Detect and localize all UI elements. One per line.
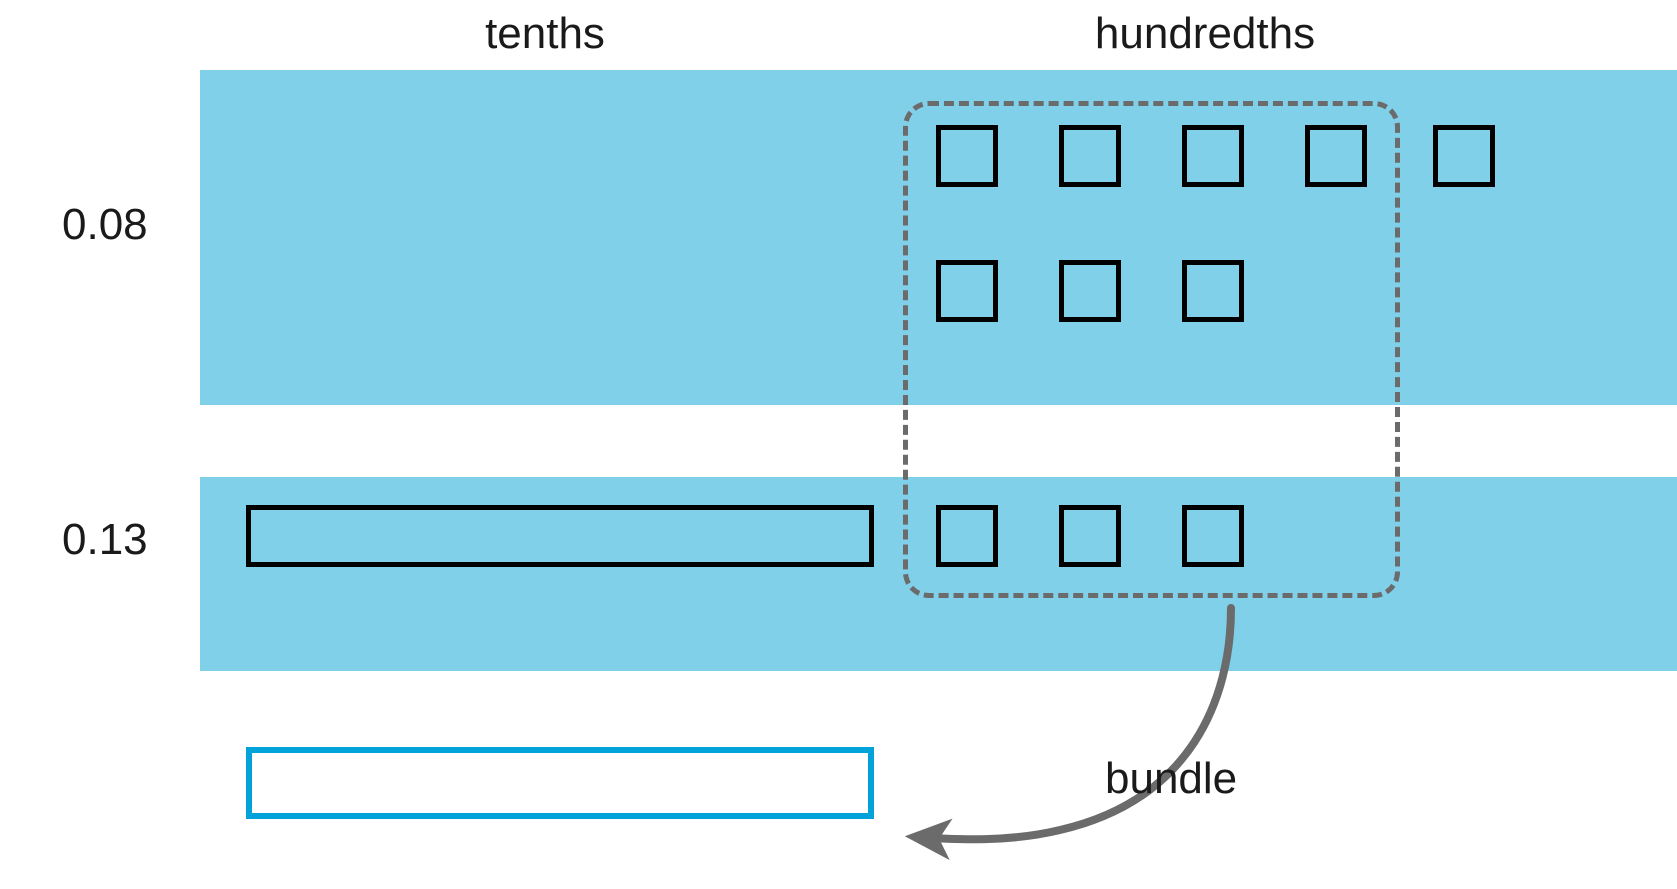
hundredth-square [936, 260, 998, 322]
hundredth-square [1182, 125, 1244, 187]
hundredth-square [1182, 505, 1244, 567]
hundredth-square [1433, 125, 1495, 187]
hundredth-square [936, 125, 998, 187]
hundredth-square [1059, 505, 1121, 567]
bundle-annotation-label: bundle [1105, 754, 1238, 803]
column-header-tenths: tenths [485, 9, 605, 58]
column-header-hundredths: hundredths [1094, 9, 1316, 58]
row-label-008: 0.08 [62, 200, 148, 249]
hundredth-square [1305, 125, 1367, 187]
hundredth-square [1182, 260, 1244, 322]
tenth-bar-row-013 [246, 505, 874, 567]
bundled-tenth-result-bar [246, 747, 874, 819]
bundle-dashed-region [903, 101, 1400, 598]
hundredth-square [1059, 260, 1121, 322]
hundredth-square [1059, 125, 1121, 187]
row-label-013: 0.13 [62, 515, 148, 564]
hundredth-square [936, 505, 998, 567]
